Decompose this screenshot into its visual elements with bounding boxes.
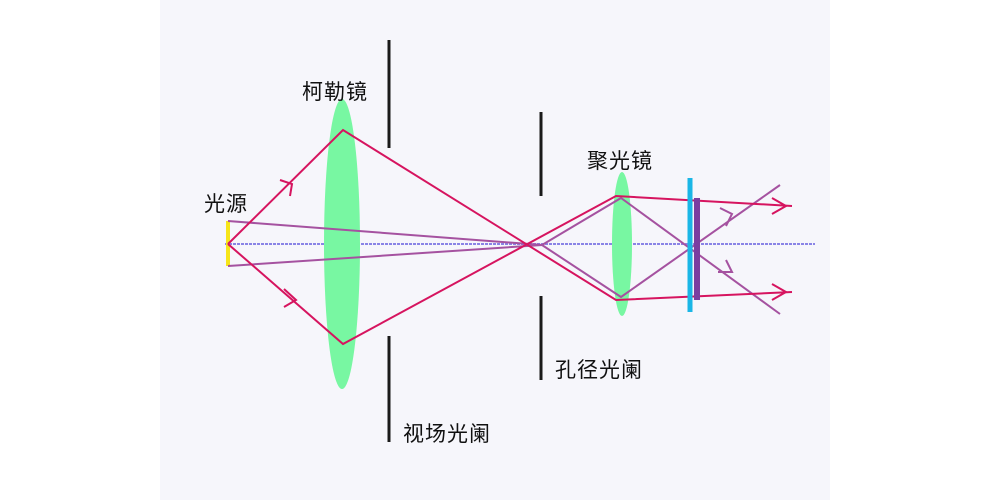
kohler-lens-label: 柯勒镜 — [302, 80, 368, 104]
illumination-ray-upper — [227, 128, 793, 302]
arrow-icon — [283, 288, 298, 308]
illumination-ray-lower — [227, 194, 793, 346]
condenser-lens — [612, 172, 632, 316]
arrow-icon — [771, 197, 789, 215]
illumination-rays — [227, 128, 793, 346]
diagram-background — [160, 0, 830, 500]
arrow-icon — [771, 283, 789, 301]
arrow-icons — [279, 179, 789, 308]
arrow-icon — [719, 207, 734, 227]
imaging-ray-upper — [227, 184, 781, 299]
arrow-icon — [718, 259, 734, 273]
field-diaphragm-label: 视场光阑 — [403, 422, 491, 446]
light-source-label: 光源 — [204, 192, 248, 216]
kohler-lens — [324, 99, 360, 389]
aperture-diaphragm-label: 孔径光阑 — [555, 358, 643, 382]
arrow-icon — [279, 179, 294, 197]
imaging-rays — [227, 184, 781, 315]
imaging-ray-lower — [227, 196, 781, 315]
condenser-lens-label: 聚光镜 — [587, 149, 653, 173]
